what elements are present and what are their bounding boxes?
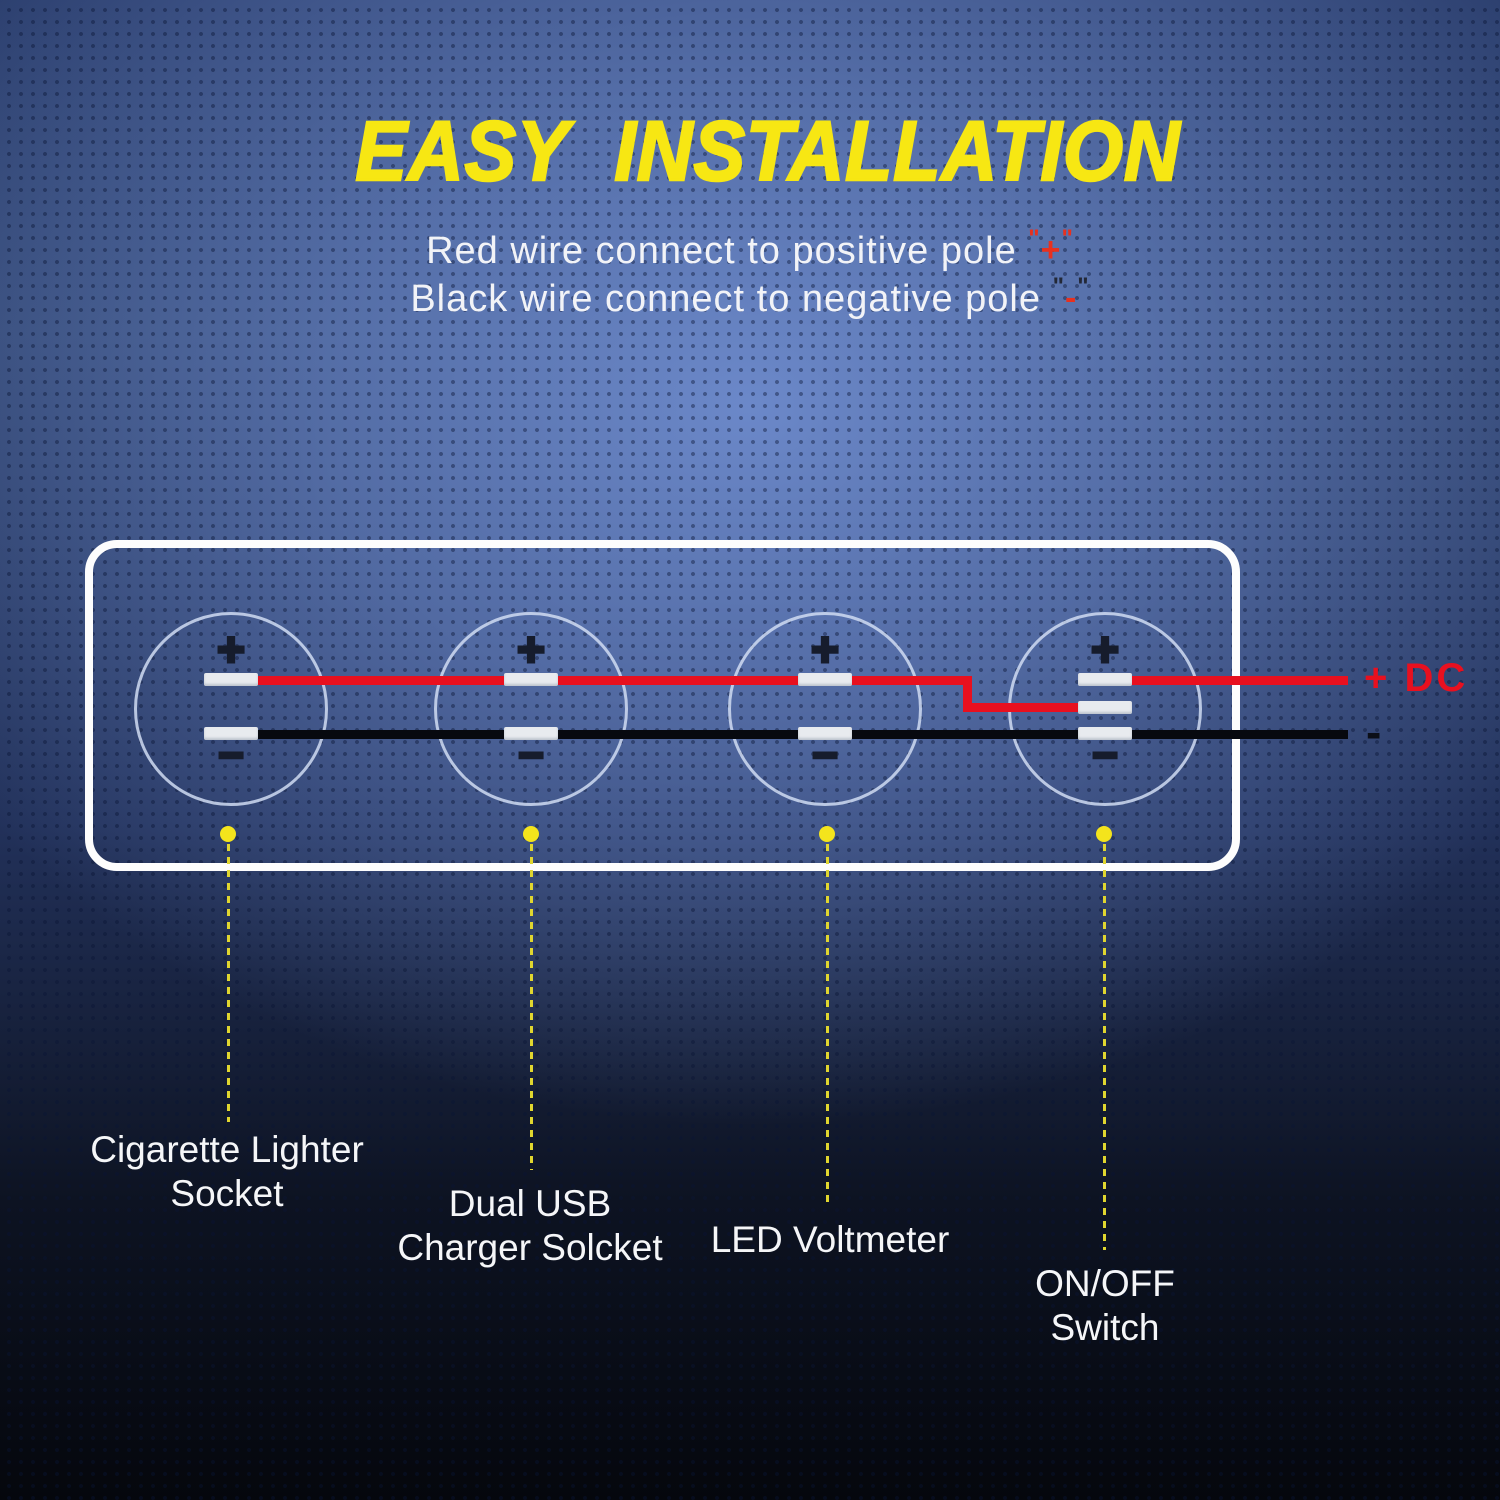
instruction-text: Black wire connect to negative pole (410, 278, 1041, 320)
minus-symbol: - (1064, 279, 1078, 317)
circle-led-voltmeter (728, 612, 922, 806)
leader-dot (220, 826, 236, 842)
label-line: Dual USB (448, 1183, 612, 1224)
positive-wire-mid (963, 703, 1085, 712)
plus-mark: + (515, 624, 546, 677)
terminal-bar (204, 727, 258, 740)
terminal-bar (504, 727, 558, 740)
leader-line (227, 844, 230, 1122)
terminal-bar (204, 673, 258, 686)
leader-dot (819, 826, 835, 842)
terminal-bar (798, 727, 852, 740)
minus-mark: − (217, 731, 246, 780)
positive-wire-main (252, 676, 972, 685)
quote-open: " (1052, 273, 1065, 300)
quote-close: " (1077, 273, 1090, 300)
label-line: Socket (170, 1173, 284, 1214)
minus-mark: − (517, 731, 546, 780)
label-led-voltmeter: LED Voltmeter (711, 1218, 950, 1262)
plus-mark: + (809, 624, 840, 677)
terminal-bar (1078, 673, 1132, 686)
plus-symbol: + (1040, 231, 1062, 269)
positive-wire-out (1130, 676, 1348, 685)
leader-dot (1096, 826, 1112, 842)
label-line: Switch (1050, 1307, 1160, 1348)
leader-line (826, 844, 829, 1205)
instruction-line-negative: Black wire connect to negative pole "-" (0, 273, 1500, 321)
circle-dual-usb-charger-socket (434, 612, 628, 806)
page-title: EASY INSTALLATION (354, 103, 1181, 200)
label-line: ON/OFF (1035, 1263, 1175, 1304)
leader-line (1103, 844, 1106, 1250)
plus-mark: + (1089, 624, 1120, 677)
terminal-bar (1078, 701, 1132, 714)
dc-positive-label: + DC (1364, 656, 1469, 700)
terminal-bar (798, 673, 852, 686)
label-on-off-switch: ON/OFF Switch (1035, 1262, 1175, 1350)
label-dual-usb-charger-socket: Dual USB Charger Solcket (397, 1182, 662, 1270)
plus-mark: + (215, 624, 246, 677)
terminal-bar (1078, 727, 1132, 740)
leader-dot (523, 826, 539, 842)
positive-wire-drop (963, 676, 972, 712)
minus-mark: − (811, 731, 840, 780)
dc-negative-label: - (1366, 706, 1382, 758)
label-line: LED Voltmeter (710, 1219, 950, 1260)
quote-close: " (1061, 225, 1074, 252)
mounting-panel-outline (85, 540, 1240, 871)
minus-mark: − (1091, 731, 1120, 780)
quote-open: " (1028, 225, 1041, 252)
label-line: Charger Solcket (397, 1227, 663, 1268)
label-line: Cigarette Lighter (90, 1129, 364, 1170)
instruction-line-positive: Red wire connect to positive pole "+" (0, 225, 1500, 273)
label-cigarette-lighter-socket: Cigarette Lighter Socket (90, 1128, 364, 1216)
circle-cigarette-lighter-socket (134, 612, 328, 806)
instruction-text: Red wire connect to positive pole (426, 230, 1017, 272)
terminal-bar (504, 673, 558, 686)
leader-line (530, 844, 533, 1170)
